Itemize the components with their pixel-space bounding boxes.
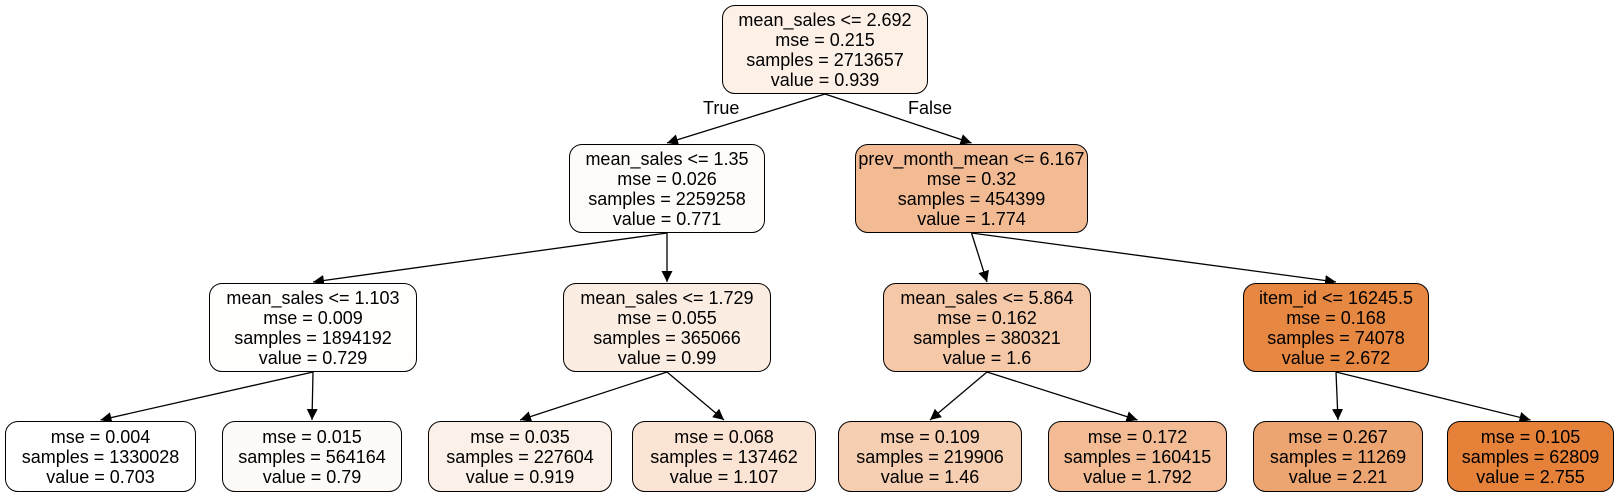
node-line: value = 0.939: [770, 69, 880, 90]
node-line: value = 1.774: [917, 208, 1026, 229]
edge-n6-n14: [1335, 371, 1531, 423]
node-line: mean_sales <= 1.103: [226, 287, 400, 308]
node-line: value = 0.79: [262, 466, 362, 487]
node-line: samples = 2259258: [588, 188, 746, 209]
node-line: value = 2.755: [1476, 466, 1585, 487]
node-line: samples = 11269: [1269, 446, 1407, 467]
edge-n6-n13: [1332, 371, 1344, 421]
node-line: value = 1.107: [669, 466, 779, 487]
node-line: samples = 365066: [593, 327, 741, 348]
node-line: value = 0.729: [258, 347, 368, 368]
node-line: value = 2.672: [1281, 347, 1391, 368]
edge-n4-n9: [519, 371, 668, 422]
node-line: mean_sales <= 2.692: [738, 9, 912, 30]
edge-n0-n1: [666, 93, 826, 145]
node-line: mean_sales <= 5.864: [900, 287, 1074, 308]
node-line: mse = 0.009: [263, 307, 363, 328]
edge-n2-n6: [971, 232, 1337, 286]
node-line: mse = 0.267: [1288, 426, 1388, 447]
node-line: samples = 380321: [913, 327, 1061, 348]
node-line: samples = 219906: [856, 446, 1004, 467]
node-line: mean_sales <= 1.729: [580, 287, 754, 308]
node-line: samples = 1894192: [234, 327, 392, 348]
edge-n0-n2: [824, 93, 972, 145]
node-line: samples = 2713657: [746, 49, 904, 70]
node-line: value = 0.703: [46, 466, 155, 487]
edge-label-false: False: [908, 98, 953, 118]
node-line: samples = 62809: [1461, 446, 1600, 467]
node-line: mse = 0.215: [775, 29, 875, 50]
edge-n1-n3: [312, 232, 668, 286]
node-line: mse = 0.172: [1087, 426, 1188, 447]
node-line: value = 1.6: [942, 347, 1032, 368]
edge-n4-n10: [666, 371, 725, 421]
node-line: mean_sales <= 1.35: [585, 148, 749, 169]
node-line: samples = 160415: [1063, 446, 1212, 467]
node-line: mse = 0.162: [937, 307, 1037, 328]
edge-n5-n11: [929, 371, 988, 421]
node-line: mse = 0.004: [50, 426, 151, 447]
node-line: item_id <= 16245.5: [1258, 287, 1414, 308]
node-line: value = 1.792: [1083, 466, 1192, 487]
node-line: samples = 137462: [650, 446, 798, 467]
node-line: mse = 0.105: [1480, 426, 1581, 447]
node-line: value = 1.46: [880, 466, 980, 487]
node-line: samples = 1330028: [21, 446, 180, 467]
node-line: mse = 0.035: [470, 426, 570, 447]
node-line: samples = 454399: [897, 188, 1046, 209]
node-line: value = 0.919: [465, 466, 575, 487]
node-line: value = 0.99: [617, 347, 717, 368]
node-line: value = 2.21: [1288, 466, 1388, 487]
node-line: mse = 0.015: [262, 426, 362, 447]
edge-n2-n5: [970, 232, 989, 283]
node-line: samples = 564164: [238, 446, 386, 467]
node-line: mse = 0.168: [1286, 307, 1386, 328]
node-line: mse = 0.026: [617, 168, 717, 189]
node-line: value = 0.771: [612, 208, 722, 229]
node-line: mse = 0.109: [880, 426, 980, 447]
edge-n3-n8: [306, 371, 318, 421]
node-line: mse = 0.055: [617, 307, 717, 328]
node-line: samples = 74078: [1267, 327, 1405, 348]
node-line: mse = 0.068: [674, 426, 774, 447]
edge-n5-n12: [986, 371, 1138, 422]
edge-label-true: True: [703, 98, 740, 118]
node-line: mse = 0.32: [926, 168, 1017, 189]
node-line: prev_month_mean <= 6.167: [858, 148, 1085, 169]
node-line: samples = 227604: [446, 446, 594, 467]
edge-n3-n7: [100, 371, 314, 423]
